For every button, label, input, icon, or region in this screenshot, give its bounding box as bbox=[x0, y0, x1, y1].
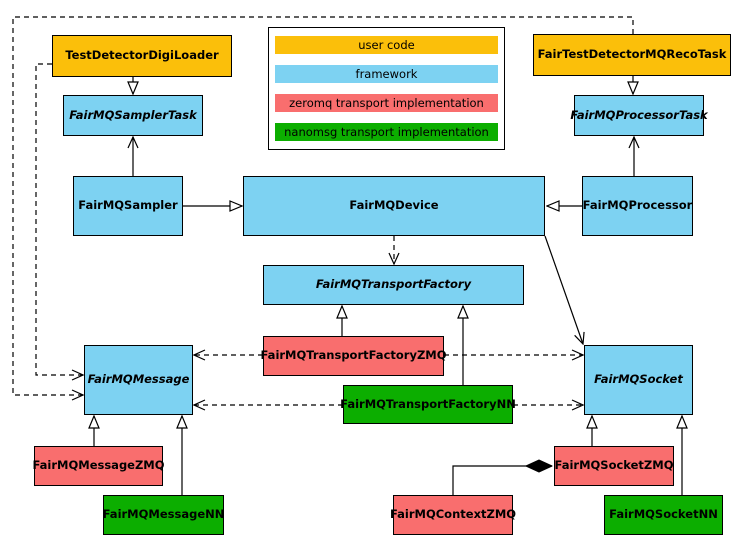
node-fairmqdevice: FairMQDevice bbox=[243, 176, 545, 236]
edge-device-socket bbox=[544, 235, 583, 344]
legend-item-framework: framework bbox=[275, 65, 498, 83]
node-label: FairMQSampler bbox=[78, 198, 178, 213]
node-fairmqsampler: FairMQSampler bbox=[73, 176, 183, 236]
node-fairmqtransportfactoryzmq: FairMQTransportFactoryZMQ bbox=[260, 336, 447, 376]
node-label: FairMQProcessor bbox=[582, 198, 693, 213]
edge-contextzmq-socketzmq bbox=[452, 466, 552, 495]
node-fairmqsocketnn: FairMQSocketNN bbox=[604, 495, 723, 535]
legend-item-user-code: user code bbox=[275, 36, 498, 54]
node-fairmqprocessortask: FairMQProcessorTask bbox=[570, 95, 708, 136]
node-fairmqsocket: FairMQSocket bbox=[584, 345, 693, 415]
legend-label: user code bbox=[358, 38, 415, 52]
node-label: FairMQMessageNN bbox=[102, 507, 225, 522]
legend: user code framework zeromq transport imp… bbox=[268, 27, 505, 150]
node-fairmqtransportfactorynn: FairMQTransportFactoryNN bbox=[340, 385, 516, 424]
legend-label: framework bbox=[355, 67, 418, 81]
legend-label: zeromq transport implementation bbox=[289, 96, 484, 110]
node-label: TestDetectorDigiLoader bbox=[65, 48, 219, 63]
node-fairmqmessagenn: FairMQMessageNN bbox=[103, 495, 224, 535]
node-fairmqsocketzmq: FairMQSocketZMQ bbox=[554, 446, 674, 486]
node-fairmqcontextzmq: FairMQContextZMQ bbox=[389, 495, 517, 535]
node-label: FairMQTransportFactoryNN bbox=[340, 396, 516, 411]
node-label: FairMQTransportFactoryZMQ bbox=[260, 348, 447, 363]
node-label: FairMQSocketZMQ bbox=[554, 458, 674, 473]
node-fairtestdetectormqrecotask: FairTestDetectorMQRecoTask bbox=[533, 34, 731, 76]
node-testdetectordigiloader: TestDetectorDigiLoader bbox=[52, 35, 232, 77]
node-label: FairMQProcessorTask bbox=[570, 107, 708, 122]
node-label: FairTestDetectorMQRecoTask bbox=[537, 47, 727, 62]
node-fairmqsamplertask: FairMQSamplerTask bbox=[63, 95, 203, 136]
legend-item-zeromq: zeromq transport implementation bbox=[275, 94, 498, 112]
node-label: FairMQMessageZMQ bbox=[32, 458, 165, 473]
legend-item-nanomsg: nanomsg transport implementation bbox=[275, 123, 498, 141]
node-fairmqtransportfactory: FairMQTransportFactory bbox=[263, 265, 524, 305]
node-label: FairMQContextZMQ bbox=[389, 507, 517, 522]
node-label: FairMQSocketNN bbox=[609, 507, 718, 522]
node-label: FairMQMessage bbox=[87, 372, 190, 387]
node-label: FairMQTransportFactory bbox=[315, 277, 472, 292]
legend-label: nanomsg transport implementation bbox=[284, 125, 489, 139]
node-fairmqprocessor: FairMQProcessor bbox=[582, 176, 693, 236]
node-label: FairMQSamplerTask bbox=[69, 107, 197, 122]
node-fairmqmessagezmq: FairMQMessageZMQ bbox=[32, 446, 165, 486]
node-label: FairMQDevice bbox=[349, 198, 439, 213]
node-label: FairMQSocket bbox=[594, 372, 683, 387]
node-fairmqmessage: FairMQMessage bbox=[84, 345, 193, 415]
